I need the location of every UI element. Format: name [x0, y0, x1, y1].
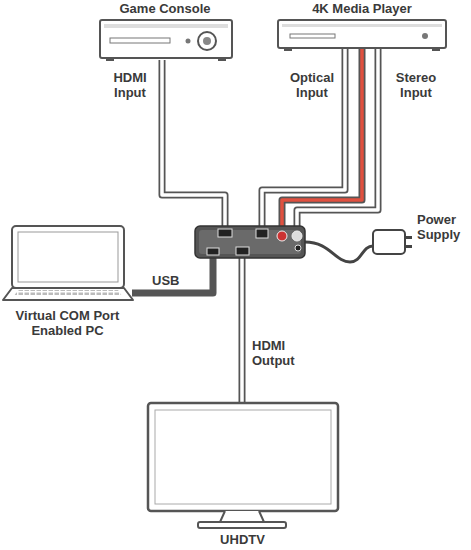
- cables: [132, 48, 378, 403]
- cable-label: USB: [152, 273, 192, 288]
- uhdtv-drawing: [148, 403, 338, 528]
- power-adapter-drawing: [373, 230, 412, 254]
- game-console-drawing: [100, 20, 232, 61]
- cable-label: Optical Input: [284, 70, 340, 100]
- device-node: 4K Media Player: [272, 0, 452, 55]
- laptop-drawing: [3, 226, 133, 300]
- device-label: Power Supply: [417, 212, 467, 242]
- device-label: UHDTV: [140, 532, 345, 547]
- device-label: Game Console: [95, 1, 235, 16]
- device-label: Virtual COM Port Enabled PC: [4, 308, 131, 338]
- device-node: Power Supply: [368, 208, 468, 270]
- device-node: Game Console: [95, 0, 235, 66]
- converter-unit: [195, 226, 305, 258]
- device-label: 4K Media Player: [272, 1, 452, 16]
- device-node: Virtual COM Port Enabled PC: [0, 222, 135, 344]
- media-player-drawing: [278, 20, 446, 51]
- cable-label: HDMI Input: [104, 70, 156, 100]
- cable-label: HDMI Output: [252, 338, 307, 368]
- device-node: UHDTV: [140, 398, 345, 548]
- cable-label: Stereo Input: [390, 70, 442, 100]
